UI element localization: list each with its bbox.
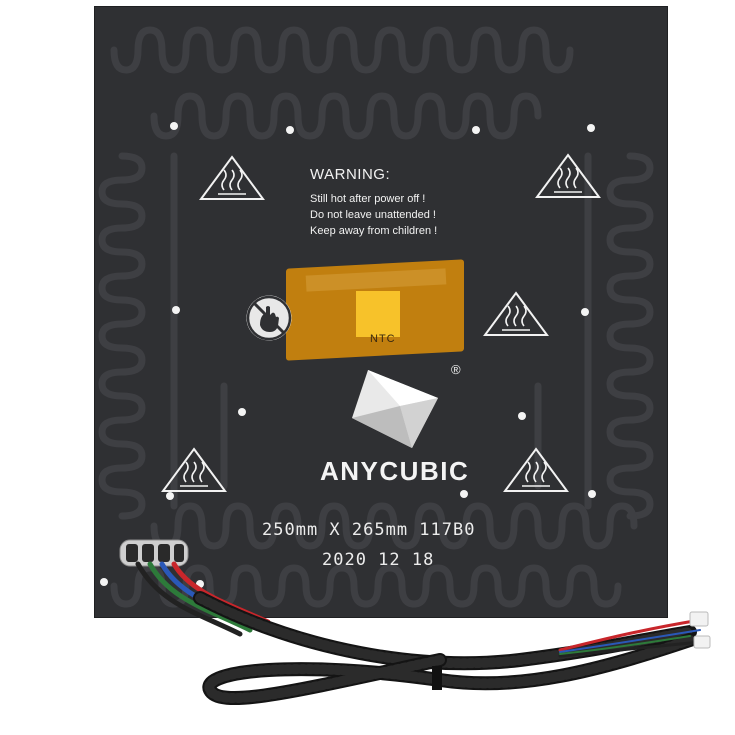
mounting-hole xyxy=(518,412,526,420)
anycubic-cube-logo xyxy=(352,370,438,448)
mounting-hole xyxy=(581,308,589,316)
mounting-hole xyxy=(172,306,180,314)
hot-surface-warning-icon xyxy=(199,155,265,200)
mounting-hole xyxy=(588,490,596,498)
heated-bed-plate: WARNING: Still hot after power off ! Do … xyxy=(94,6,668,618)
warning-text-block: WARNING: Still hot after power off ! Do … xyxy=(310,166,437,239)
manufacture-date: 2020 12 18 xyxy=(322,550,435,570)
mounting-hole xyxy=(196,580,204,588)
hot-surface-warning-icon xyxy=(503,447,569,492)
mounting-hole xyxy=(100,578,108,586)
mounting-hole xyxy=(472,126,480,134)
warning-line: Keep away from children ! xyxy=(310,225,438,237)
hot-surface-warning-icon xyxy=(161,447,227,492)
hot-surface-warning-icon xyxy=(535,153,601,198)
hot-surface-warning-icon xyxy=(483,291,549,336)
registered-mark: ® xyxy=(451,362,461,377)
mounting-hole xyxy=(166,492,174,500)
ntc-thermistor-pad xyxy=(356,291,400,337)
warning-line: Do not leave unattended ! xyxy=(310,209,436,221)
no-touch-icon xyxy=(246,295,292,341)
dimensions-label: 250mm X 265mm 117B0 xyxy=(262,520,476,540)
warning-line: Still hot after power off ! xyxy=(310,193,426,205)
ntc-label: NTC xyxy=(370,333,396,345)
mounting-hole xyxy=(238,408,246,416)
mounting-hole xyxy=(460,490,468,498)
mounting-hole xyxy=(170,122,178,130)
mounting-hole xyxy=(587,124,595,132)
wire-connector xyxy=(119,539,189,567)
mounting-hole xyxy=(286,126,294,134)
warning-title: WARNING: xyxy=(310,166,391,183)
brand-logotype: ANYCUBIC xyxy=(320,456,470,486)
